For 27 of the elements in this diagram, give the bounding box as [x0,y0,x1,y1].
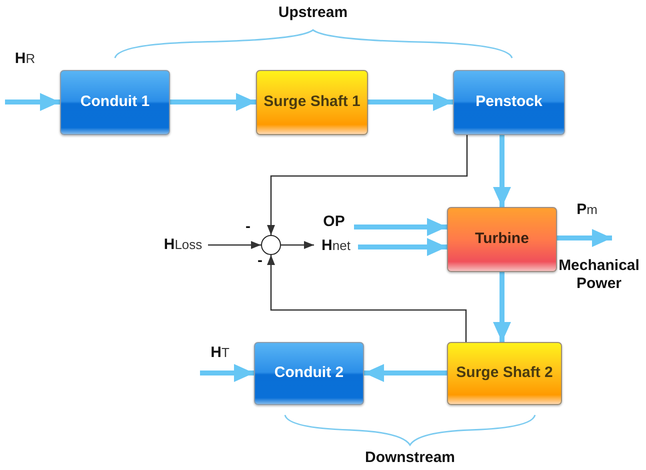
process-box: Penstock [453,70,565,135]
flow-arrow [354,218,447,236]
section-heading: Downstream [364,449,456,467]
flow-arrow [200,364,254,382]
flow-arrow [368,93,453,111]
signal-arrow [281,241,314,249]
process-box: Conduit 2 [254,342,364,405]
flow-arrow [557,229,612,247]
section-heading: Upstream [277,4,349,22]
signal-arrow [267,255,467,342]
flow-arrow [493,272,511,342]
sign-label: - [244,218,252,236]
process-box: Surge Shaft 1 [256,70,368,135]
summing-junction [261,235,281,255]
process-box: Surge Shaft 2 [447,342,562,405]
process-box: Turbine [447,207,557,272]
sign-label: - [256,252,264,270]
signal-arrow [208,241,261,249]
flow-arrow [5,93,60,111]
flow-arrow [493,135,511,207]
process-box: Conduit 1 [60,70,170,135]
signal-label: OP [314,212,354,232]
output-label: Mechanical Power [558,257,640,293]
flow-arrow [170,93,256,111]
signal-arrow [267,135,468,235]
flow-arrow [358,238,447,256]
flow-arrow [364,364,447,382]
